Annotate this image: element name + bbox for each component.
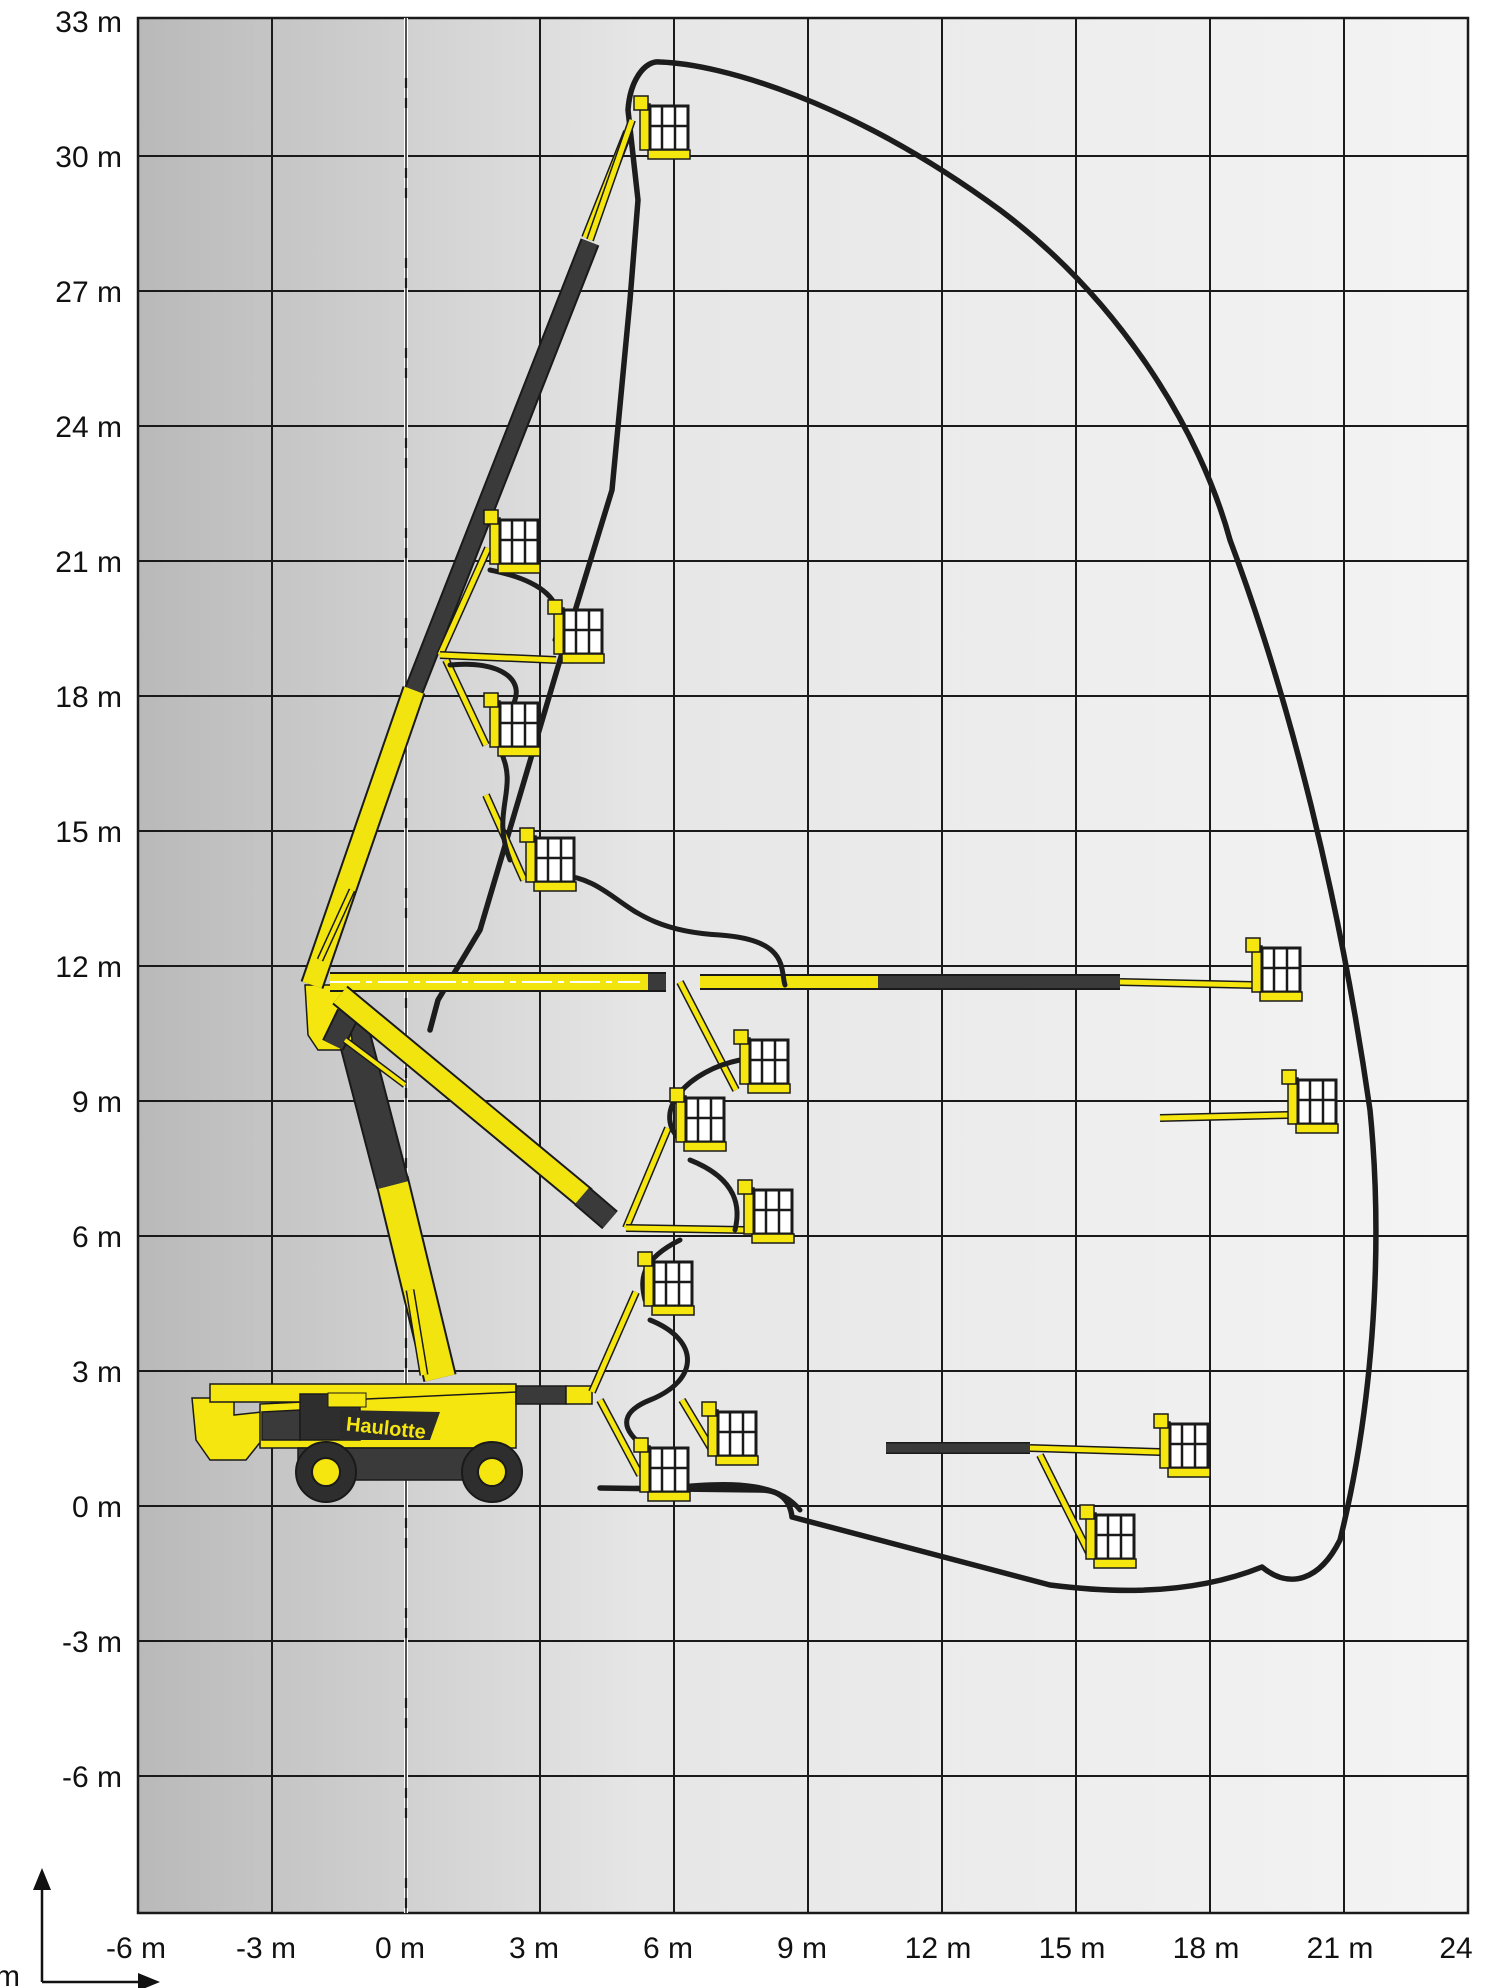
y-tick-label: 0 m [72,1491,122,1524]
x-tick-label: 24 [1439,1932,1472,1965]
grid-horizontal [138,155,1468,1777]
x-tick-label: 6 m [643,1932,693,1965]
y-tick-label: 3 m [72,1356,122,1389]
x-tick-label: 3 m [509,1932,559,1965]
x-tick-label: 18 m [1173,1932,1240,1965]
y-tick-label: 18 m [55,681,122,714]
x-tick-label: 9 m [777,1932,827,1965]
arrow-up-icon [33,1868,51,1890]
x-tick-label: -3 m [236,1932,296,1965]
axis-unit-label: m [0,1960,20,1988]
plot-frame [136,16,1470,1915]
y-tick-label: -3 m [62,1626,122,1659]
y-tick-label: 9 m [72,1086,122,1119]
x-tick-label: -6 m [106,1932,166,1965]
machine-chassis: Haulotte [191,1383,593,1503]
axis-direction-indicator: m [0,1868,160,1988]
jib-arms [436,118,1289,1557]
x-axis-labels: -6 m -3 m 0 m 3 m 6 m 9 m 12 m 15 m 18 m… [106,1932,1473,1965]
arrow-right-icon [138,1973,160,1988]
y-tick-label: 6 m [72,1221,122,1254]
x-tick-label: 0 m [375,1932,425,1965]
y-tick-label: 27 m [55,276,122,309]
y-axis-labels: 33 m 30 m 27 m 24 m 21 m 18 m 15 m 12 m … [55,6,122,1794]
x-tick-label: 12 m [905,1932,972,1965]
y-tick-label: -6 m [62,1761,122,1794]
y-tick-label: 30 m [55,141,122,174]
y-tick-label: 24 m [55,411,122,444]
y-tick-label: 21 m [55,546,122,579]
y-tick-label: 33 m [55,6,122,39]
y-tick-label: 12 m [55,951,122,984]
upper-boom-diagonal [332,985,618,1230]
working-envelope-outline [427,59,1379,1594]
x-tick-label: 15 m [1039,1932,1106,1965]
y-tick-label: 15 m [55,816,122,849]
x-tick-label: 21 m [1307,1932,1374,1965]
